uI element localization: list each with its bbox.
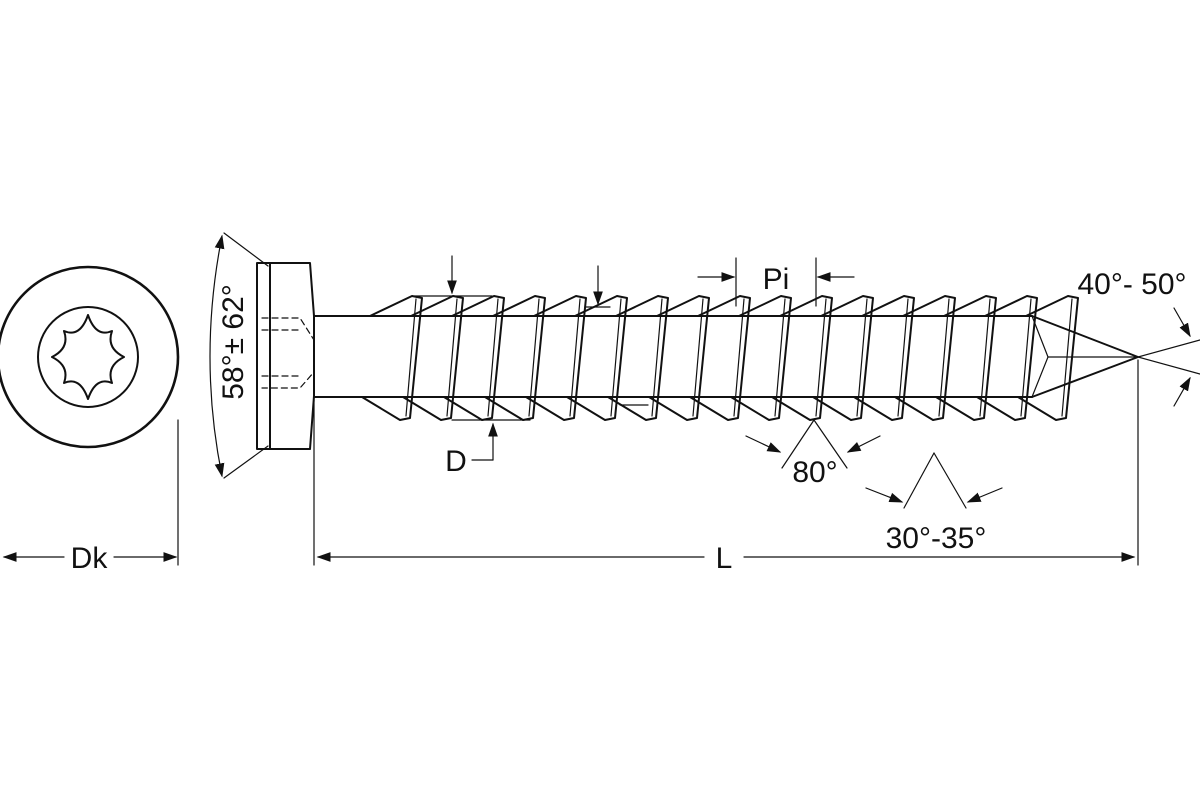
thread-flank-line — [774, 298, 786, 417]
screw-head-side — [256, 262, 315, 450]
torx-star-icon — [51, 314, 125, 400]
tip-angle-label: 40°- 50° — [1077, 268, 1186, 301]
pi-label: Pi — [763, 263, 790, 296]
head-diameter-dimension: Dk — [2, 419, 179, 575]
thread-flight — [689, 295, 751, 421]
thread-flank-line — [733, 298, 745, 417]
thread-flank-line — [938, 298, 950, 417]
thread-flank-line — [405, 298, 417, 417]
head-angle-label: 58°± 62° — [217, 284, 250, 400]
thread-flight — [771, 295, 833, 421]
thread-flight — [648, 295, 710, 421]
thread-flight — [361, 295, 423, 421]
thread-flank-line — [610, 298, 622, 417]
thread-flank-line — [446, 298, 458, 417]
thread-flank-line — [487, 298, 499, 417]
thread-flank-line — [1061, 298, 1073, 417]
thread-flight — [894, 295, 956, 421]
thread-diameter-dimension: D — [413, 255, 531, 478]
core-diameter-marker — [584, 265, 649, 406]
head-top-view — [0, 265, 180, 449]
flank-angle-label: 30°-35° — [886, 522, 987, 555]
thread-flight — [1017, 295, 1079, 421]
thread-flank-line — [1020, 298, 1032, 417]
thread-flank-line — [528, 298, 540, 417]
thread-flight — [443, 295, 505, 421]
thread-flank-line — [651, 298, 663, 417]
thread-flight — [730, 295, 792, 421]
thread-flight — [935, 295, 997, 421]
length-label: L — [716, 542, 733, 575]
d-label: D — [445, 445, 467, 478]
thread-flight — [976, 295, 1038, 421]
thread-flight — [566, 295, 628, 421]
thread-flight — [607, 295, 669, 421]
thread-flight — [484, 295, 546, 421]
thread-flank-line — [692, 298, 704, 417]
thread-flight — [812, 295, 874, 421]
dk-label: Dk — [71, 542, 109, 575]
screw-shank — [313, 315, 1139, 398]
thread-angle-dimension: 80° — [745, 419, 881, 489]
thread-flight — [853, 295, 915, 421]
head-angle-dimension: 58°± 62° — [209, 232, 269, 479]
thread-flight — [402, 295, 464, 421]
thread-flank-line — [979, 298, 991, 417]
tip-angle-dimension: 40°- 50° — [1077, 268, 1200, 407]
thread-flight — [525, 295, 587, 421]
thread-angle-label: 80° — [792, 456, 837, 489]
thread-flank-line — [856, 298, 868, 417]
screw-threads — [361, 295, 1079, 421]
flank-angle-dimension: 30°-35° — [865, 452, 1003, 555]
thread-pitch-dimension: Pi — [697, 257, 855, 307]
thread-flank-line — [569, 298, 581, 417]
thread-flank-line — [897, 298, 909, 417]
length-dimension: L — [313, 359, 1139, 575]
thread-flank-line — [815, 298, 827, 417]
